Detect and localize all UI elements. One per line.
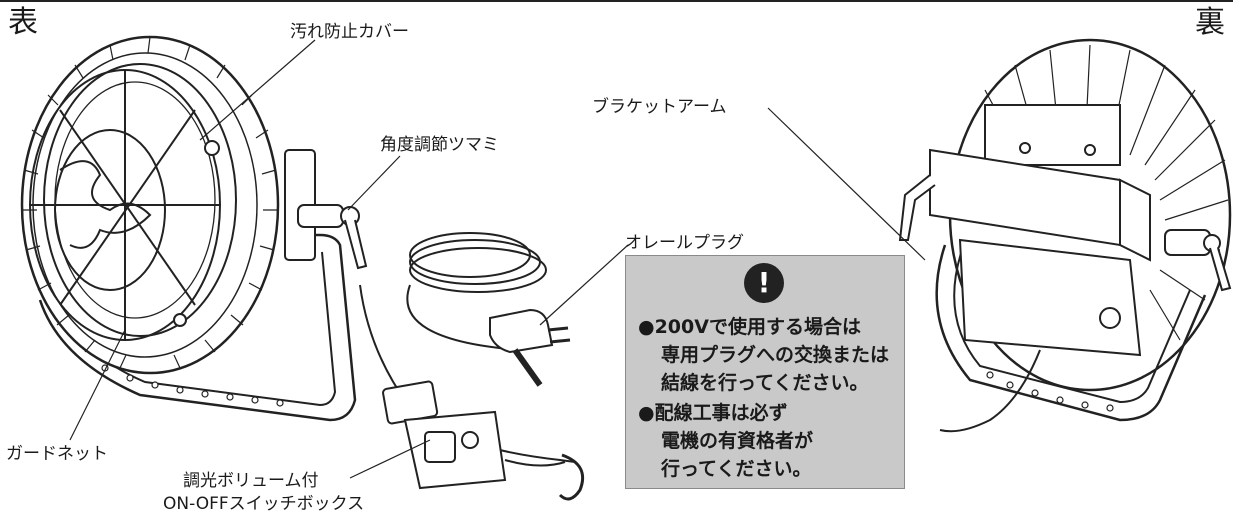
warning-note: ! ●200Vで使用する場合は 専用プラグへの交換または 結線を行ってください。… bbox=[625, 255, 905, 489]
plug-label: オレールプラグ bbox=[625, 233, 744, 253]
knob-label: 角度調節ツマミ bbox=[380, 135, 499, 155]
switch-label-line1: 調光ボリューム付 bbox=[183, 471, 319, 491]
switch-label-line2: ON-OFFスイッチボックス bbox=[163, 494, 365, 514]
guard-label: ガードネット bbox=[6, 444, 108, 464]
switch-box bbox=[382, 380, 507, 490]
note-line: 結線を行ってください。 bbox=[661, 372, 869, 394]
cover-label: 汚れ防止カバー bbox=[290, 22, 409, 42]
top-rule bbox=[0, 0, 1233, 2]
back-label: 裏 bbox=[1195, 5, 1225, 40]
exclamation-icon: ! bbox=[744, 263, 784, 303]
front-label: 表 bbox=[8, 5, 38, 40]
note-line: ●200Vで使用する場合は bbox=[638, 316, 861, 338]
note-line: 行ってください。 bbox=[661, 458, 812, 480]
leader-lines bbox=[69, 39, 926, 479]
note-line: 専用プラグへの交換または bbox=[661, 344, 890, 366]
bracket-label: ブラケットアーム bbox=[592, 97, 727, 117]
note-line: 電機の有資格者が bbox=[661, 430, 814, 452]
note-line: ●配線工事は必ず bbox=[638, 402, 788, 424]
guard-net bbox=[29, 69, 221, 341]
back-light-illustration bbox=[898, 38, 1232, 433]
plug bbox=[489, 308, 571, 387]
front-light-illustration bbox=[20, 35, 368, 422]
power-cord-illustration bbox=[359, 232, 585, 501]
